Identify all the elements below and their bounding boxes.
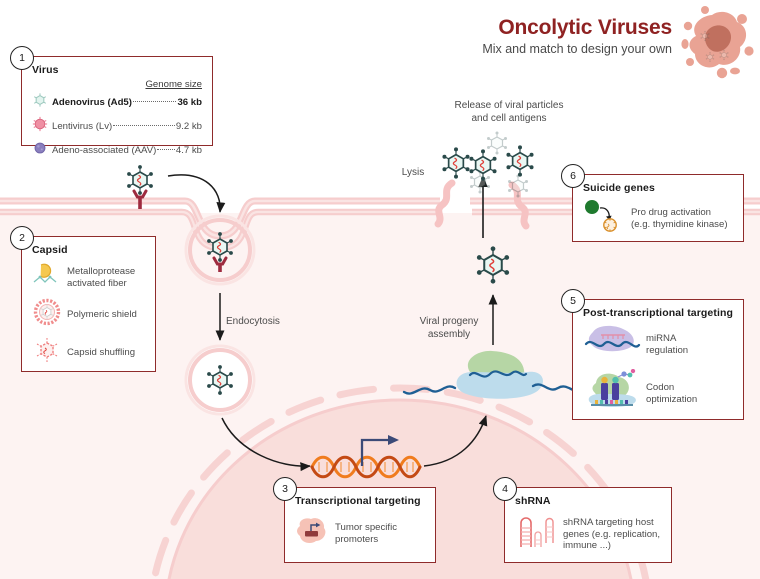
capsid-row-shield: Polymeric shield	[32, 298, 147, 331]
adenovirus-icon	[32, 92, 48, 113]
genome-size-header: Genome size	[145, 79, 202, 90]
uncoating-arrow	[221, 417, 311, 472]
box-virus-title: Virus	[32, 64, 59, 76]
transcriptional-label-promoters: Tumor specific promoters	[335, 521, 398, 545]
post-label-codon: Codon optimization	[646, 381, 698, 405]
box-suicide-genes[interactable]: Suicide genes	[572, 174, 744, 242]
polymeric-shield-icon	[32, 298, 62, 331]
transcriptional-row-promoters: Tumor specific promoters	[295, 515, 427, 552]
badge-6: 6	[561, 164, 585, 188]
page-subtitle: Mix and match to design your own	[482, 42, 672, 56]
label-lysis: Lysis	[401, 167, 425, 178]
legend-value-lentivirus: 9.2 kb	[175, 120, 202, 132]
translation-arrow	[423, 415, 488, 467]
legend-label-adenovirus: Adenovirus (Ad5)	[52, 96, 132, 108]
capsid-label-shuffling: Capsid shuffling	[67, 346, 136, 358]
endosome-vesicle-upper	[184, 214, 256, 286]
codon-optimization-icon	[583, 368, 641, 418]
promoter-arrow	[360, 438, 392, 466]
box-post-transcriptional-title: Post-transcriptional targeting	[583, 307, 734, 319]
label-release: Release of viral particles and cell anti…	[454, 100, 564, 124]
post-row-codon: Codon optimization	[583, 368, 735, 418]
mirna-regulation-icon	[583, 324, 641, 365]
legend-row-aav: Adeno-associated (AAV) 4.7 kb	[32, 140, 202, 161]
capsid-label-metalloprotease: Metalloprotease activated fiber	[67, 265, 136, 289]
label-viral-progeny: Viral progeny assembly	[419, 316, 479, 340]
badge-2: 2	[10, 226, 34, 250]
tumor-cell-cluster-icon	[681, 6, 754, 79]
dna-helix	[310, 435, 422, 479]
ribosome-complex	[402, 350, 586, 399]
legend-row-lentivirus: Lentivirus (Lv) 9.2 kb	[32, 116, 202, 137]
entry-arrow	[167, 174, 226, 213]
label-endocytosis: Endocytosis	[226, 316, 280, 327]
badge-3: 3	[273, 477, 297, 501]
badge-4: 4	[493, 477, 517, 501]
box-transcriptional-title: Transcriptional targeting	[295, 495, 421, 507]
box-transcriptional-targeting[interactable]: Transcriptional targeting Tumor specific…	[284, 487, 436, 563]
capsid-label-shield: Polymeric shield	[67, 308, 137, 320]
capsid-row-shuffling: Capsid shuffling	[32, 336, 147, 369]
shrna-label-targeting: shRNA targeting host genes (e.g. replica…	[563, 517, 661, 552]
legend-row-adenovirus: Adenovirus (Ad5) 36 kb	[32, 92, 202, 113]
box-suicide-genes-title: Suicide genes	[583, 182, 655, 194]
legend-label-aav: Adeno-associated (AAV)	[52, 144, 157, 156]
post-label-mirna: miRNA regulation	[646, 332, 689, 356]
suicide-label-prodrug: Pro drug activation (e.g. thymidine kina…	[631, 206, 728, 230]
capsid-shuffling-icon	[32, 336, 62, 369]
box-capsid[interactable]: Capsid Metalloprotease activated fiber	[21, 236, 156, 372]
shrna-row-targeting: shRNA targeting host genes (e.g. replica…	[515, 513, 663, 558]
badge-1: 1	[10, 46, 34, 70]
box-shrna[interactable]: shRNA	[504, 487, 672, 563]
receptor-icon-2	[212, 256, 228, 272]
page-title: Oncolytic Viruses	[498, 16, 672, 39]
badge-5: 5	[561, 289, 585, 313]
legend-value-aav: 4.7 kb	[175, 144, 202, 156]
shrna-hairpin-icon	[515, 513, 557, 558]
receptor-icon-1	[132, 189, 148, 209]
metalloprotease-fiber-icon	[32, 262, 62, 293]
box-post-transcriptional-targeting[interactable]: Post-transcriptional targeting miRNA r	[572, 299, 744, 420]
prodrug-activation-icon	[583, 199, 625, 238]
lentivirus-icon	[32, 116, 48, 137]
capsid-row-metalloprotease: Metalloprotease activated fiber	[32, 262, 147, 293]
legend-value-adenovirus: 36 kb	[177, 96, 202, 108]
legend-label-lentivirus: Lentivirus (Lv)	[52, 120, 113, 132]
box-shrna-title: shRNA	[515, 495, 551, 507]
aav-icon	[32, 140, 48, 161]
box-virus[interactable]: Virus Genome size Adenovirus (Ad5) 36 kb	[21, 56, 213, 156]
box-capsid-title: Capsid	[32, 244, 68, 256]
post-row-mirna: miRNA regulation	[583, 324, 735, 365]
tumor-promoter-icon	[295, 515, 329, 552]
suicide-row-prodrug: Pro drug activation (e.g. thymidine kina…	[583, 199, 735, 238]
